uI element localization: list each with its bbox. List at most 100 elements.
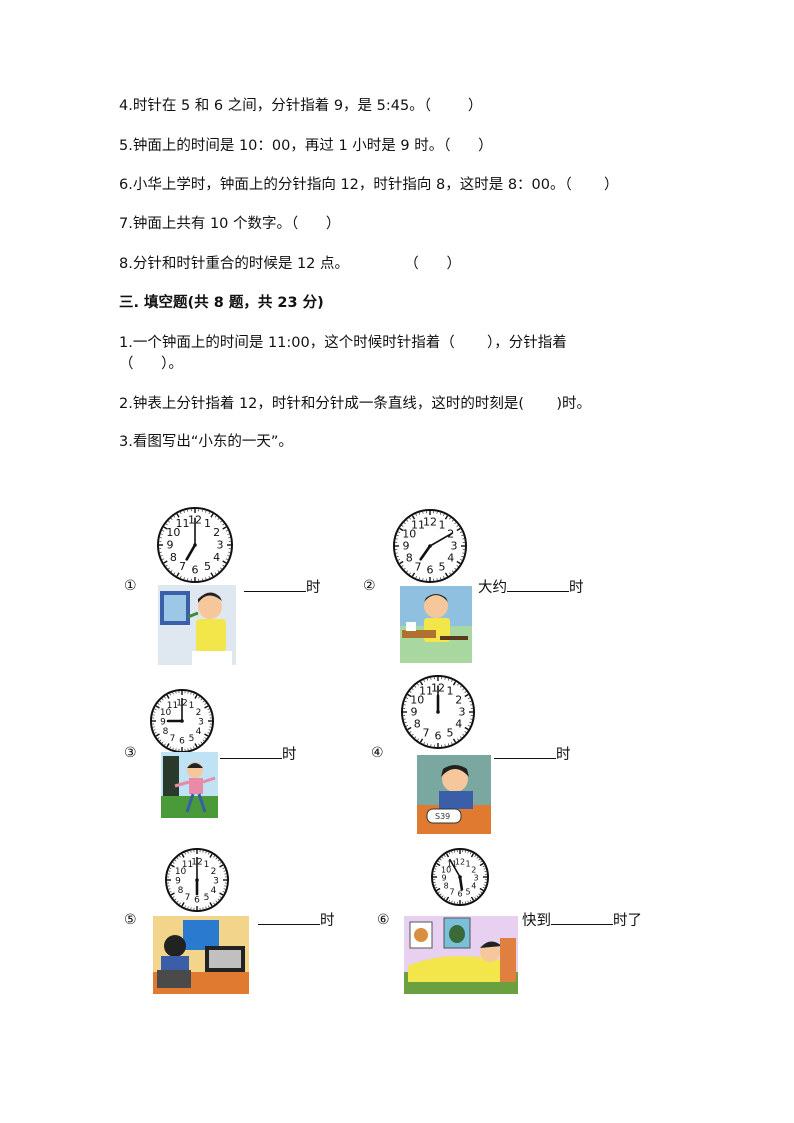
hour-hand xyxy=(458,875,464,891)
clock-number: 3 xyxy=(459,706,466,719)
fill-question-3: 3.看图写出“小东的一天”。 xyxy=(119,434,293,450)
clock-number: 1 xyxy=(204,517,211,530)
clock-number: 11 xyxy=(419,685,433,698)
clock-number: 11 xyxy=(176,517,190,530)
scene-going-to-school-image xyxy=(161,752,218,818)
clock-number: 7 xyxy=(449,887,454,896)
clock-number: 5 xyxy=(447,726,454,739)
scene-lunch-image: S39 xyxy=(417,755,491,834)
clock-number: 5 xyxy=(465,887,470,896)
clock-number: 8 xyxy=(406,552,413,565)
clock-number: 6 xyxy=(194,896,200,906)
clock-number: 5 xyxy=(439,560,446,573)
unit-label-1: 时 xyxy=(306,580,321,596)
judge-question-5: 5.钟面上的时间是 10：00，再过 1 小时是 9 时。（ ） xyxy=(119,138,493,154)
fill-question-1-line2: （ ）。 xyxy=(119,356,183,372)
hour-hand xyxy=(419,544,432,561)
clock-number: 6 xyxy=(427,564,434,577)
answer-line-1[interactable]: 时 xyxy=(244,577,321,598)
fill-question-2: 2.钟表上分针指着 12，时针和分针成一条直线，这时的时刻是( )时。 xyxy=(119,396,591,412)
prefix-label-2: 大约 xyxy=(478,580,507,596)
clock-number: 10 xyxy=(160,708,172,718)
clock-number: 11 xyxy=(167,701,178,711)
unit-label-2: 时 xyxy=(569,580,584,596)
item-number-1: ① xyxy=(124,578,137,594)
clock-number: 12 xyxy=(455,858,465,867)
scene-breakfast-image xyxy=(400,586,472,663)
blank-6[interactable] xyxy=(551,910,613,925)
scene-brushing-teeth-image xyxy=(158,585,236,665)
clock-number: 6 xyxy=(457,890,462,899)
clock-number: 2 xyxy=(471,866,476,875)
clock-number: 7 xyxy=(185,893,191,903)
item-number-6: ⑥ xyxy=(377,912,390,928)
clock-number: 9 xyxy=(403,540,410,553)
clock-number: 3 xyxy=(198,718,204,728)
blank-3[interactable] xyxy=(220,744,282,759)
clock-number: 9 xyxy=(411,706,418,719)
clock-number: 7 xyxy=(415,560,422,573)
clock-number: 8 xyxy=(163,727,169,737)
unit-label-5: 时 xyxy=(320,913,335,929)
scene-watching-tv-image xyxy=(153,916,249,994)
clock-number: 7 xyxy=(170,734,176,744)
clock-number: 4 xyxy=(211,886,217,896)
clock-number: 9 xyxy=(175,877,181,887)
unit-label-3: 时 xyxy=(282,747,297,763)
answer-line-4[interactable]: 时 xyxy=(494,744,571,765)
clock-number: 1 xyxy=(189,701,195,711)
item-number-5: ⑤ xyxy=(124,912,137,928)
judge-question-6: 6.小华上学时，钟面上的分针指向 12，时针指向 8，这时是 8：00。（ ） xyxy=(119,177,619,193)
clock-number: 4 xyxy=(455,718,462,731)
clock-number: 4 xyxy=(196,727,202,737)
unit-label-4: 时 xyxy=(556,747,571,763)
clock-number: 1 xyxy=(447,685,454,698)
clock-number: 8 xyxy=(414,718,421,731)
answer-line-2[interactable]: 大约 时 xyxy=(478,577,584,598)
clock-number: 1 xyxy=(439,519,446,532)
clock-number: 3 xyxy=(451,540,458,553)
section-heading: 三. 填空题(共 8 题，共 23 分) xyxy=(119,295,324,311)
clock-number: 6 xyxy=(192,564,199,577)
clock-number: 10 xyxy=(410,694,424,707)
clock-number: 4 xyxy=(447,552,454,565)
fill-question-1-line1: 1.一个钟面上的时间是 11:00，这个时候时针指着（ ），分针指着 xyxy=(119,335,567,351)
clock-number: 11 xyxy=(182,860,193,870)
clock-number: 3 xyxy=(473,874,478,883)
hour-hand xyxy=(185,543,197,561)
svg-text:S39: S39 xyxy=(435,812,450,821)
clock-number: 12 xyxy=(423,516,437,529)
clock-number: 11 xyxy=(411,519,425,532)
answer-line-6[interactable]: 快到 时了 xyxy=(522,910,642,931)
scene-going-to-bed-image xyxy=(404,916,518,994)
judge-question-4: 4.时针在 5 和 6 之间，分针指着 9，是 5:45。（ ） xyxy=(119,98,483,114)
blank-5[interactable] xyxy=(258,910,320,925)
answer-line-5[interactable]: 时 xyxy=(258,910,335,931)
unit-label-6: 时了 xyxy=(613,913,642,929)
blank-2[interactable] xyxy=(507,577,569,592)
clock-number: 7 xyxy=(423,726,430,739)
clock-number: 2 xyxy=(455,694,462,707)
clock-number: 2 xyxy=(211,867,217,877)
answer-line-3[interactable]: 时 xyxy=(220,744,297,765)
clock-number: 9 xyxy=(167,539,174,552)
judge-question-7: 7.钟面上共有 10 个数字。（ ） xyxy=(119,216,341,232)
clock-number: 8 xyxy=(170,551,177,564)
clock-number: 3 xyxy=(213,877,219,887)
clock-number: 10 xyxy=(166,526,180,539)
clock-number: 6 xyxy=(179,737,185,747)
minute-hand xyxy=(429,532,454,547)
blank-4[interactable] xyxy=(494,744,556,759)
clock-number: 10 xyxy=(175,867,187,877)
blank-1[interactable] xyxy=(244,577,306,592)
prefix-label-6: 快到 xyxy=(522,913,551,929)
clock-number: 1 xyxy=(204,860,210,870)
